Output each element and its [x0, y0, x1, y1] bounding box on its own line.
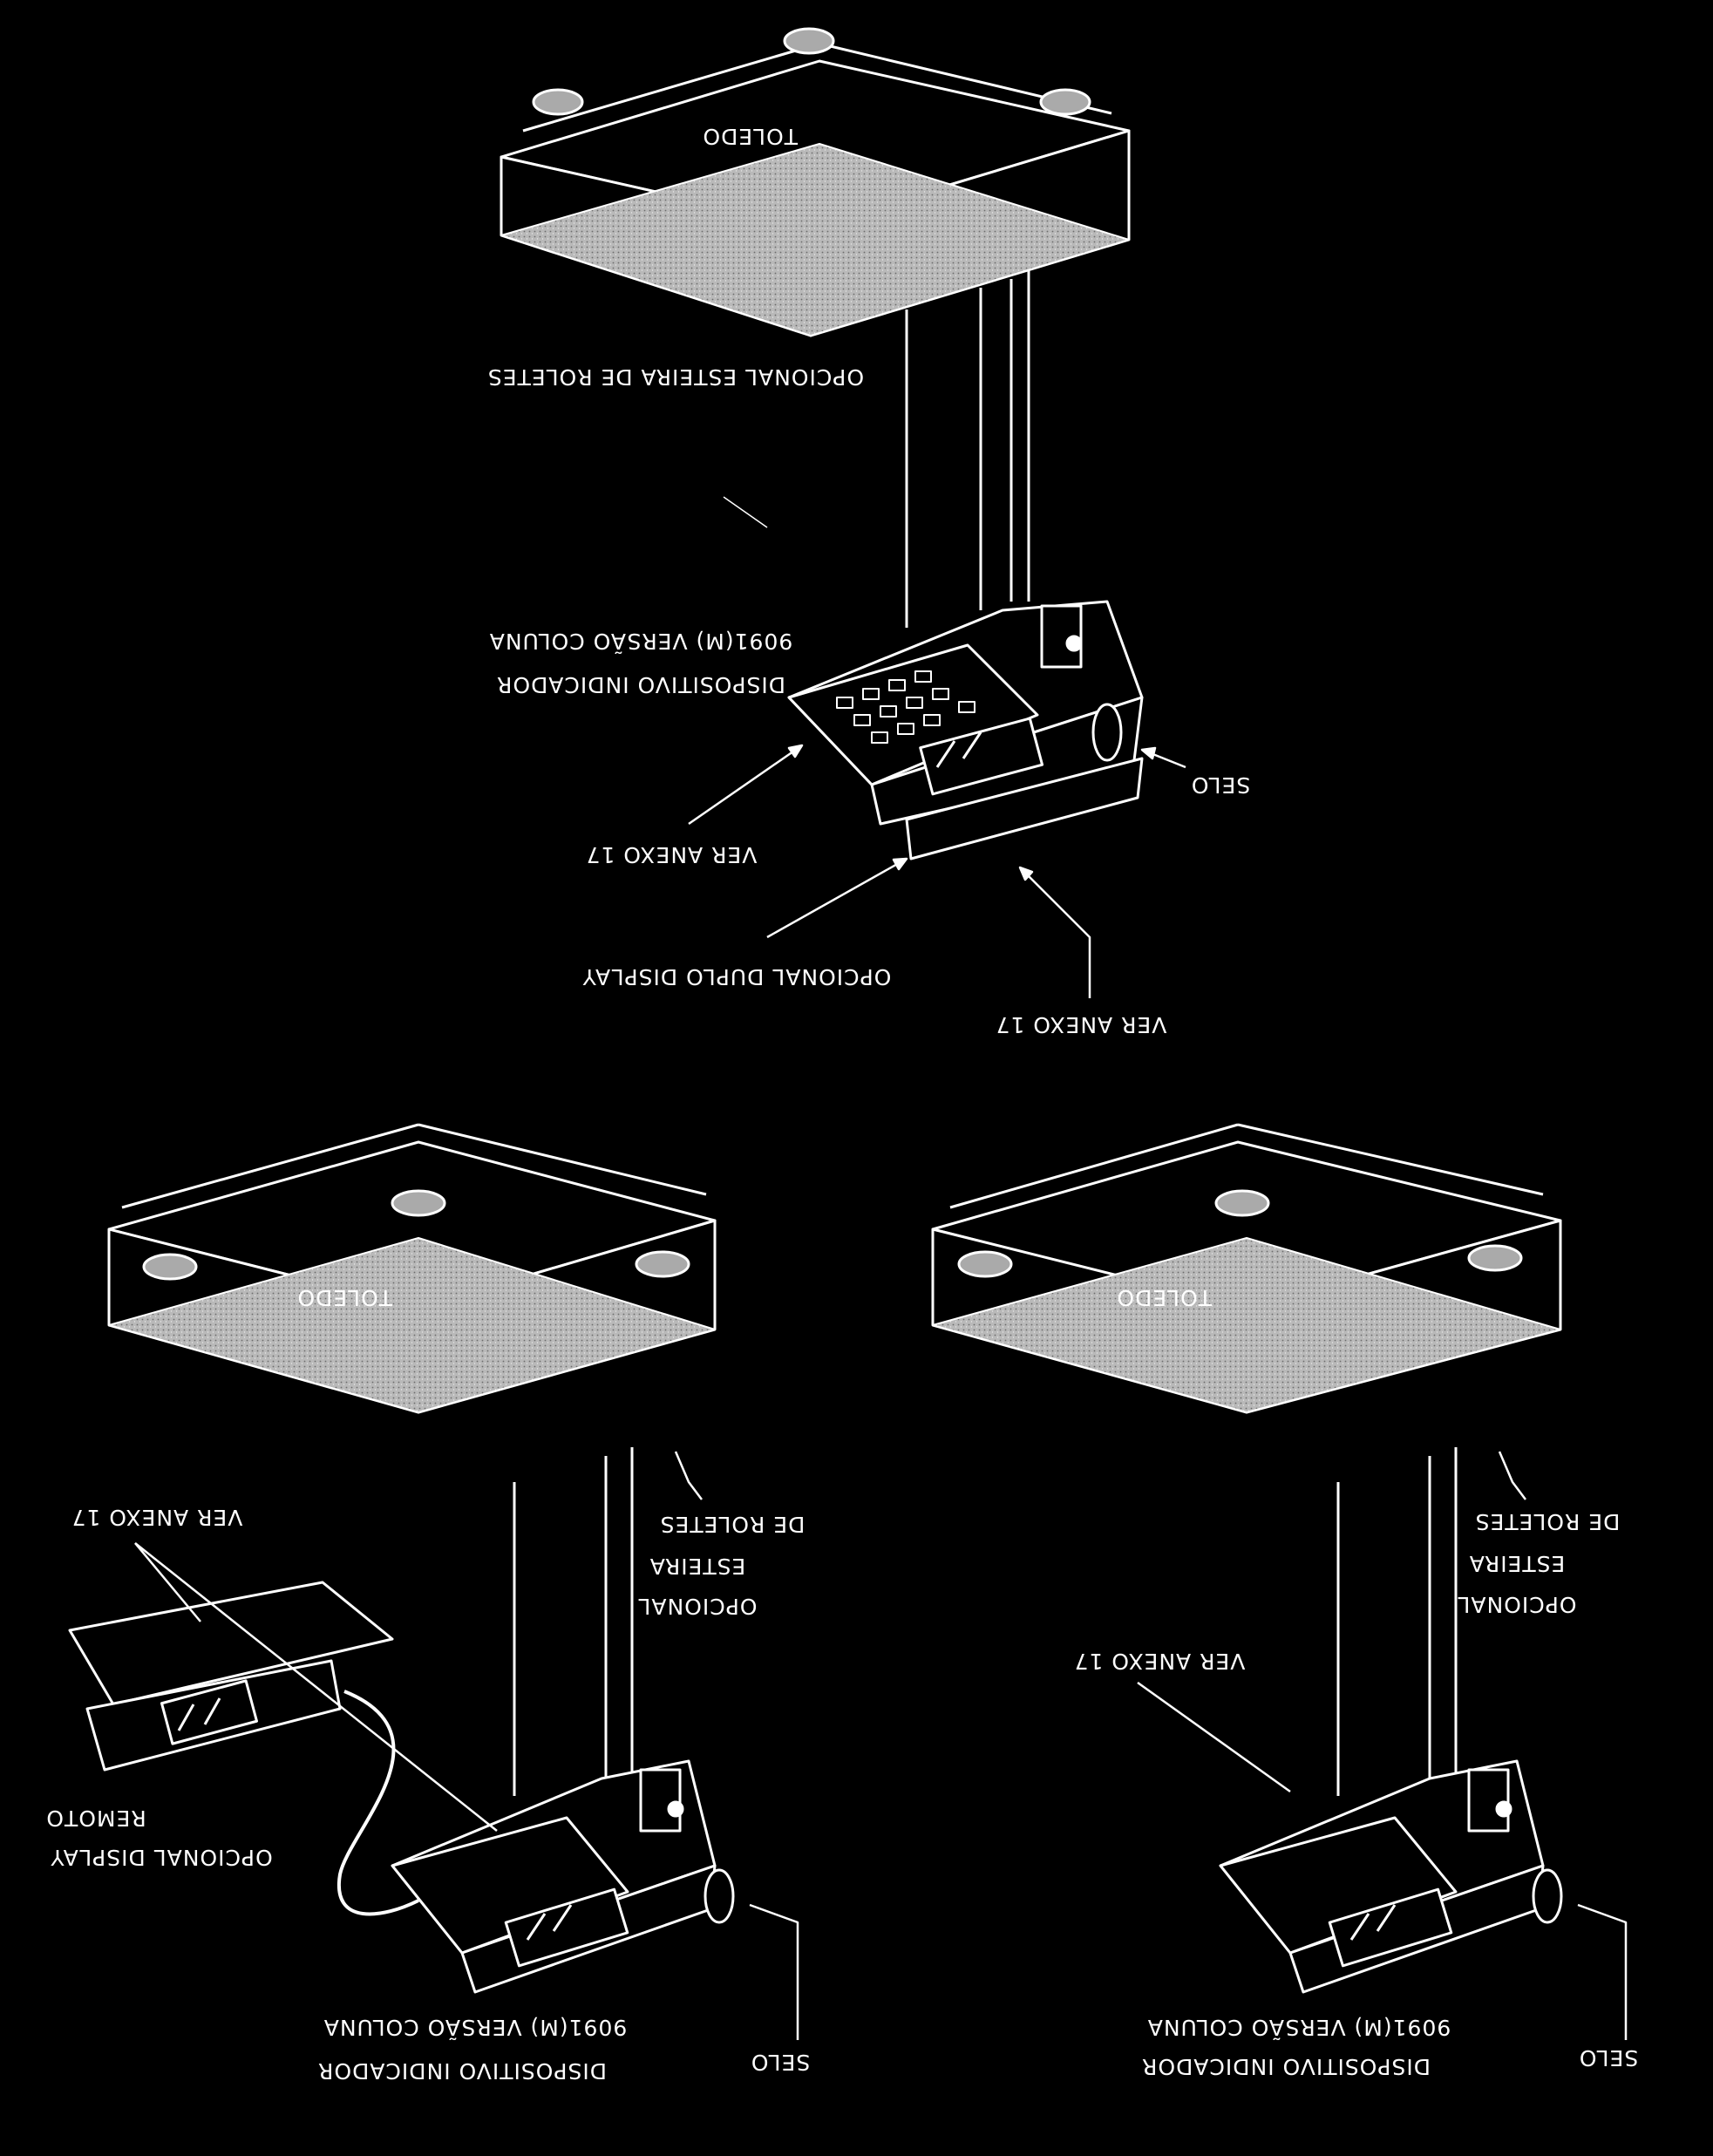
left-indicator: [391, 1759, 735, 1994]
left-remote-2: REMOTO: [45, 1806, 146, 1831]
left-remote-1: OPCIONAL DISPLAY: [50, 1845, 272, 1870]
top-dual-display: [905, 757, 1144, 860]
top-column: [905, 270, 1030, 628]
left-column: [513, 1447, 634, 1796]
top-device-label-2: 9091(M) VERSÃO COLUNA: [489, 629, 792, 655]
top-arrows: [688, 496, 1186, 998]
right-device-label-1: DISPOSITIVO INDICADOR: [1141, 2054, 1431, 2079]
brand-logo-left: TOLEDO: [296, 1285, 393, 1310]
top-platter: TOLEDO: [500, 27, 1131, 337]
right-platter: TOLEDO: [931, 1123, 1562, 1414]
top-see-annex-dual: VER ANEXO 17: [996, 1012, 1167, 1037]
left-roller-2: ESTEIRA: [649, 1554, 746, 1579]
top-seal-label: SELO: [1191, 772, 1250, 798]
left-platter: TOLEDO: [107, 1123, 717, 1414]
right-seal-label: SELO: [1579, 2045, 1638, 2071]
left-remote-display: [68, 1581, 419, 1916]
left-device-label-1: DISPOSITIVO INDICADOR: [317, 2058, 607, 2084]
right-roller-3: DE ROLETES: [1475, 1509, 1621, 1534]
top-device-label-1: DISPOSITIVO INDICADOR: [496, 672, 785, 697]
right-roller-2: ESTEIRA: [1469, 1551, 1566, 1576]
right-arrows: [1137, 1451, 1628, 2040]
left-seal-label: SELO: [751, 2050, 810, 2075]
right-roller-1: OPCIONAL: [1458, 1592, 1577, 1617]
left-device-label-2: 9091(M) VERSÃO COLUNA: [323, 2015, 627, 2041]
brand-logo-right: TOLEDO: [1116, 1285, 1213, 1310]
brand-logo: TOLEDO: [702, 124, 799, 149]
top-roller-label: OPCIONAL ESTEIRA DE ROLETES: [487, 364, 864, 390]
right-column: [1336, 1447, 1458, 1796]
left-arrows: [134, 1451, 799, 2040]
left-roller-1: OPCIONAL: [638, 1594, 758, 1619]
left-roller-3: DE ROLETES: [660, 1512, 806, 1537]
left-see-annex: VER ANEXO 17: [71, 1505, 243, 1530]
right-see-annex: VER ANEXO 17: [1074, 1649, 1246, 1674]
top-dual-display-label: OPCIONAL DUPLO DISPLAY: [582, 964, 892, 990]
right-device-label-2: 9091(M) VERSÃO COLUNA: [1147, 2015, 1451, 2041]
top-see-annex-front: VER ANEXO 17: [586, 842, 758, 867]
right-indicator: [1219, 1759, 1563, 1994]
